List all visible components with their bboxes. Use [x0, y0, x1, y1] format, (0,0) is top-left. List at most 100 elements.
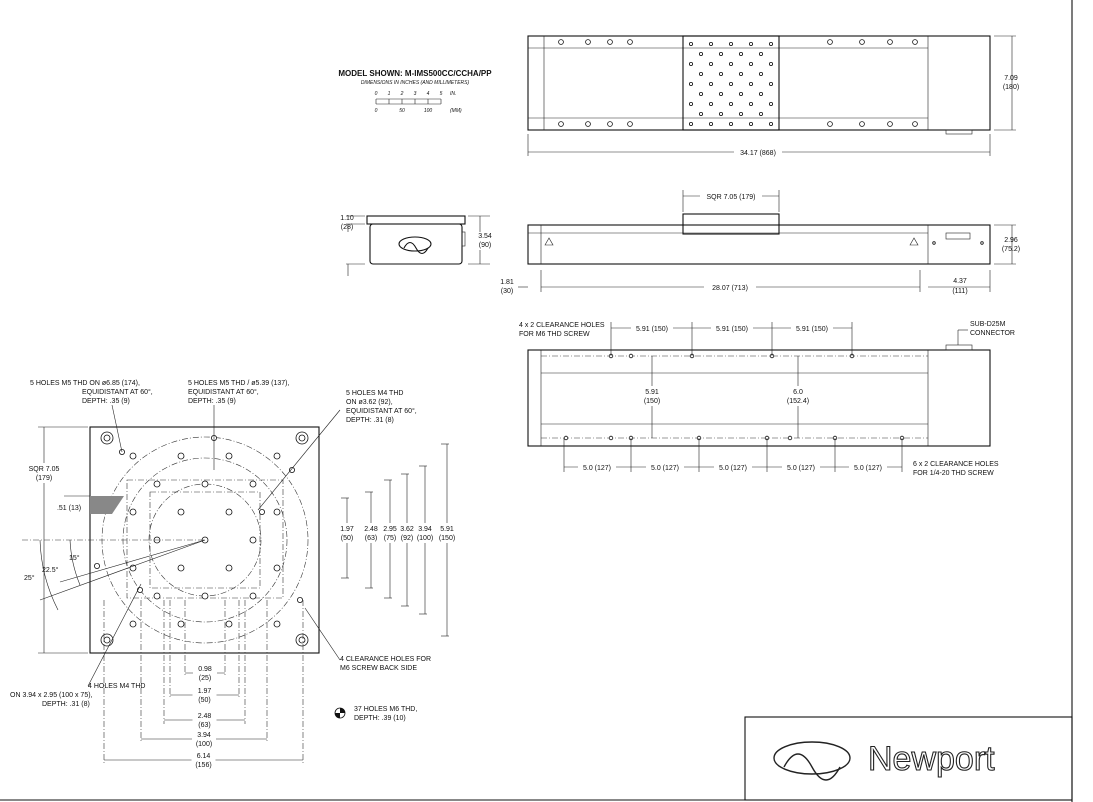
m5-hole [296, 597, 303, 604]
scale-in-1: 1 [388, 91, 391, 97]
scale-mm-0: 0 [375, 108, 378, 114]
left-offset-dim: 1.81 [500, 279, 514, 286]
scale-bar: 0 1 2 3 4 5 IN. 0 50 100 (MM) [375, 91, 462, 114]
sub-d25-connector [945, 344, 973, 351]
note-m4-a-4: DEPTH: .31 (8) [346, 417, 394, 424]
carriage-hole [689, 62, 694, 67]
inner-dim-1: 5.91 [645, 389, 659, 396]
quarter-holes-note: 6 x 2 CLEARANCE HOLES [913, 461, 999, 468]
carriage-hole [689, 102, 694, 107]
carriage-hole [709, 82, 714, 87]
m6-hole [249, 536, 257, 544]
carriage-hole [739, 52, 744, 57]
m6-hole-symbol-icon [334, 707, 346, 719]
top-height-dim: 7.09 [1004, 75, 1018, 82]
top-view: 34.17 (868) 7.09 (180) [527, 35, 1019, 157]
carriage-hole [709, 102, 714, 107]
scale-mm-50: 50 [399, 108, 405, 114]
scale-mm-unit: (MM) [450, 108, 462, 114]
bottom-spacing-4: 5.0 (127) [787, 465, 815, 472]
carriage-hole [749, 122, 754, 127]
screw-hole [627, 39, 633, 45]
note-m6: 37 HOLES M6 THD, [354, 706, 417, 713]
vertical-dim: 1.97 [340, 526, 354, 533]
carriage-hole [769, 82, 774, 87]
screw-hole [558, 121, 564, 127]
carriage-hole [749, 42, 754, 47]
scale-mm-100: 100 [424, 108, 433, 114]
screw-hole [887, 121, 893, 127]
carriage-hole [709, 122, 714, 127]
end-view: 1.10 (28) 3.54 (90) [340, 215, 492, 276]
m6-hole [153, 480, 161, 488]
base-length-dim: 28.07 (713) [712, 285, 748, 292]
connector-side [945, 232, 971, 240]
vertical-dim: 3.62 [400, 526, 414, 533]
sqr-dim-mm: (179) [36, 475, 52, 482]
m6-holes-note: 4 x 2 CLEARANCE HOLES [519, 322, 605, 329]
carriage-hole [729, 102, 734, 107]
carriage-hole [689, 42, 694, 47]
carriage-hole [729, 62, 734, 67]
end-top-dim: 1.10 [340, 215, 354, 222]
inner-dim-2: 6.0 [793, 389, 803, 396]
screw-hole [859, 39, 865, 45]
side-height-dim: 2.96 [1004, 237, 1018, 244]
sqr-dim: SQR 7.05 [29, 466, 60, 473]
note-m5-b: 5 HOLES M5 THD / ø5.39 (137), [188, 380, 289, 387]
m6-hole [249, 592, 257, 600]
m6-hole [201, 592, 209, 600]
m6-hole [129, 620, 137, 628]
brand-name: Newport [868, 740, 995, 778]
connector-label: SUB-D25M [970, 321, 1006, 328]
carriage-hole [709, 62, 714, 67]
side-view: SQR 7.05 (179) 28.07 (713) 4.37 (111) 1.… [500, 190, 1020, 295]
corner-hole [298, 434, 306, 442]
horizontal-dim: 3.94 [197, 732, 211, 739]
carriage-hole [769, 42, 774, 47]
vertical-dim: 2.95 [383, 526, 397, 533]
carriage-hole [719, 92, 724, 97]
newport-logo-icon [398, 236, 432, 255]
vertical-dim: 2.48 [364, 526, 378, 533]
screw-hole [627, 121, 633, 127]
clearance-hole [628, 353, 634, 359]
horizontal-dim-mm: (25) [199, 675, 211, 682]
warning-icon [909, 237, 919, 246]
carriage-hole [729, 42, 734, 47]
horizontal-dim: 6.14 [197, 753, 211, 760]
carriage-hole [759, 112, 764, 117]
note-back-2: M6 SCREW BACK SIDE [340, 665, 417, 672]
carriage-hole [699, 72, 704, 77]
screw-hole [607, 121, 613, 127]
note-m5-b-3: DEPTH: .35 (9) [188, 398, 236, 405]
top-spacing-3: 5.91 (150) [796, 326, 828, 333]
carriage-hole [749, 82, 754, 87]
screw-hole [827, 121, 833, 127]
carriage-hole [739, 92, 744, 97]
carriage-view: SQR 7.05 (179) .51 (13) 15° 22.5° 25° 1.… [10, 380, 457, 770]
carriage-hole [749, 102, 754, 107]
screw-hole [585, 39, 591, 45]
carriage-hole [699, 112, 704, 117]
note-m4-a-3: EQUIDISTANT AT 60°, [346, 407, 417, 415]
top-length-dim: 34.17 (868) [740, 150, 776, 157]
side-height-mm: (75.2) [1002, 246, 1020, 253]
vertical-dim: 3.94 [418, 526, 432, 533]
horizontal-dim: 1.97 [198, 688, 212, 695]
screw-hole [827, 39, 833, 45]
m6-hole [177, 620, 185, 628]
carriage-hole [719, 112, 724, 117]
brand-box: Newport [744, 716, 1073, 801]
base-view: 5.91 (150) 5.91 (150) 5.91 (150) 4 x 2 C… [519, 321, 1015, 477]
right-len-dim: 4.37 [953, 278, 967, 285]
top-spacing-2: 5.91 (150) [716, 326, 748, 333]
vertical-dim-mm: (50) [341, 535, 353, 542]
carriage-hole [699, 52, 704, 57]
carriage-hole [749, 62, 754, 67]
angle-25: 25° [24, 574, 35, 582]
vertical-dim-mm: (63) [365, 535, 377, 542]
end-top-mm: (28) [341, 224, 353, 231]
screw-hole [558, 39, 564, 45]
